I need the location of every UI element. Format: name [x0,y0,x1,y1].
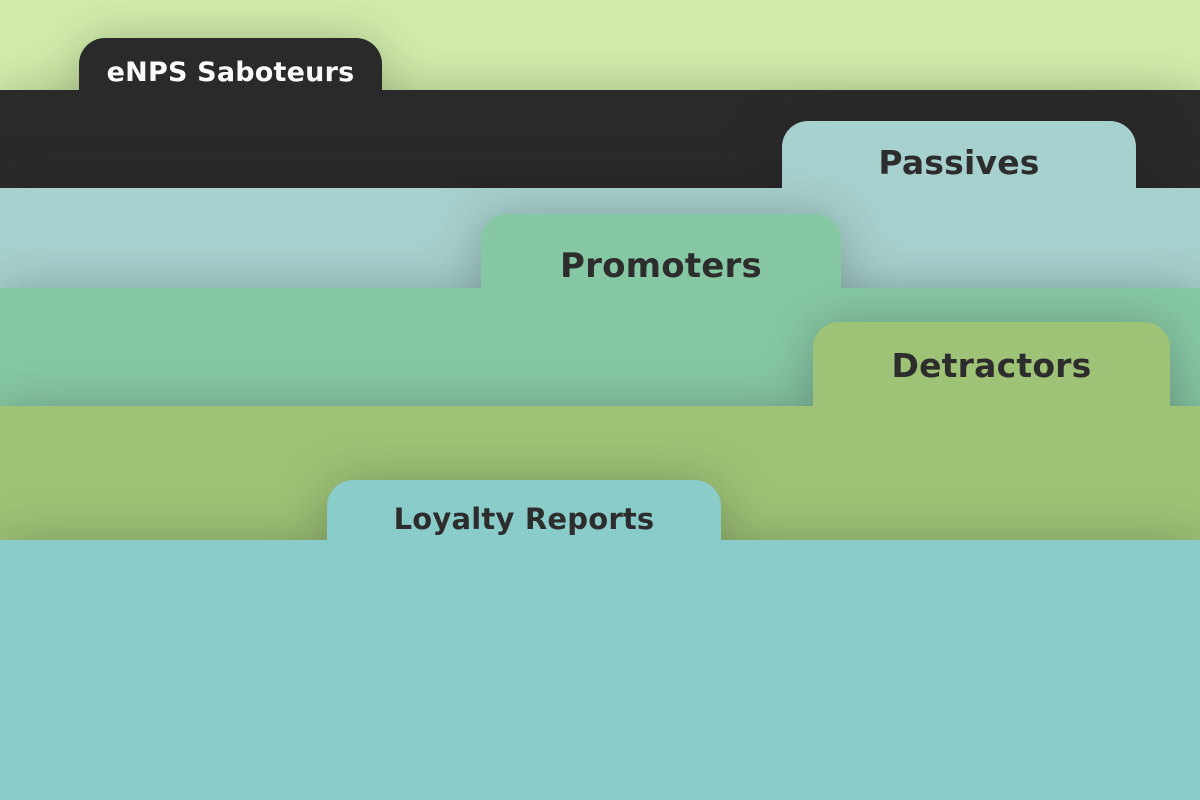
folder-tab-loyalty-reports[interactable]: Loyalty Reports [327,480,721,540]
folder-tab-label-passives: Passives [878,143,1040,183]
folder-tab-label-enps-saboteurs: eNPS Saboteurs [106,56,355,88]
folder-tab-label-detractors: Detractors [891,346,1092,386]
folder-tab-promoters[interactable]: Promoters [481,214,841,288]
folder-tab-detractors[interactable]: Detractors [813,322,1170,406]
folder-tab-enps-saboteurs[interactable]: eNPS Saboteurs [79,38,382,90]
folder-tab-label-loyalty-reports: Loyalty Reports [393,501,655,536]
folder-tab-label-promoters: Promoters [560,246,762,287]
folder-loyalty-reports: Loyalty Reports [0,480,1200,800]
folder-tab-passives[interactable]: Passives [782,121,1136,188]
folder-body-loyalty-reports [0,540,1200,800]
